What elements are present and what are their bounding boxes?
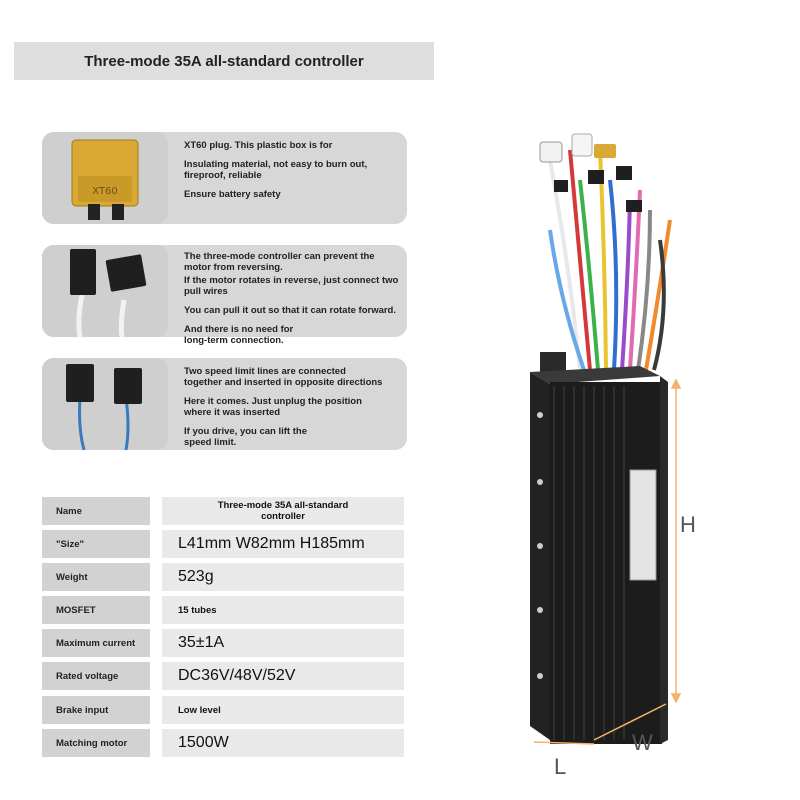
spec-value: 15 tubes (162, 596, 404, 624)
spec-row-size: "Size" L41mm W82mm H185mm (42, 530, 404, 558)
spec-value: 35±1A (162, 629, 404, 657)
spec-row-weight: Weight 523g (42, 563, 404, 591)
spec-label: "Size" (42, 530, 150, 558)
spec-value: Three-mode 35A all-standard controller (162, 497, 404, 525)
spec-row-mosfet: MOSFET 15 tubes (42, 596, 404, 624)
spec-row-matching-motor: Matching motor 1500W (42, 729, 404, 757)
xt60-plug-icon: XT60 (42, 132, 168, 224)
spec-row-rated-voltage: Rated voltage DC36V/48V/52V (42, 662, 404, 690)
height-dimension-label: H (680, 512, 696, 537)
feature-line: If you drive, you can lift the speed lim… (184, 426, 307, 448)
feature-card-speed-limit: Two speed limit lines are connected toge… (42, 358, 407, 450)
pull-wire-connector-icon (42, 245, 168, 337)
feature-line: If the motor rotates in reverse, just co… (184, 275, 399, 297)
spec-label: Name (42, 497, 150, 525)
spec-label: Rated voltage (42, 662, 150, 690)
feature-line: Insulating material, not easy to burn ou… (184, 159, 368, 181)
feature-line: XT60 plug. This plastic box is for (184, 140, 333, 151)
spec-label: Weight (42, 563, 150, 591)
width-dimension-label: W (632, 730, 653, 755)
feature-card-xt60: XT60 XT60 plug. This plastic box is for … (42, 132, 407, 224)
feature-text: XT60 plug. This plastic box is for Insul… (184, 140, 403, 208)
svg-text:XT60: XT60 (92, 186, 118, 197)
spec-value: DC36V/48V/52V (162, 662, 404, 690)
spec-row-max-current: Maximum current 35±1A (42, 629, 404, 657)
spec-value: 1500W (162, 729, 404, 757)
feature-line: Here it comes. Just unplug the position … (184, 396, 362, 418)
spec-label: Matching motor (42, 729, 150, 757)
spec-row-name: Name Three-mode 35A all-standard control… (42, 497, 404, 525)
spec-value: Low level (162, 696, 404, 724)
spec-row-brake-input: Brake input Low level (42, 696, 404, 724)
feature-text: Two speed limit lines are connected toge… (184, 366, 403, 456)
feature-line: The three-mode controller can prevent th… (184, 251, 375, 273)
feature-card-reverse: The three-mode controller can prevent th… (42, 245, 407, 346)
spec-value: L41mm W82mm H185mm (162, 530, 404, 558)
page-title: Three-mode 35A all-standard controller (84, 52, 364, 70)
feature-line: You can pull it out so that it can rotat… (184, 305, 397, 316)
feature-line: Two speed limit lines are connected toge… (184, 366, 383, 388)
spec-label: Brake input (42, 696, 150, 724)
controller-product-image: H W L (510, 120, 710, 780)
length-dimension-label: L (554, 754, 567, 779)
speed-limit-connector-icon (42, 358, 168, 450)
feature-line: And there is no need for long-term conne… (184, 324, 294, 346)
spec-label: MOSFET (42, 596, 150, 624)
spec-value: 523g (162, 563, 404, 591)
page-title-bar: Three-mode 35A all-standard controller (14, 42, 434, 80)
feature-line: Ensure battery safety (184, 189, 281, 200)
spec-label: Maximum current (42, 629, 150, 657)
feature-text: The three-mode controller can prevent th… (184, 251, 403, 354)
